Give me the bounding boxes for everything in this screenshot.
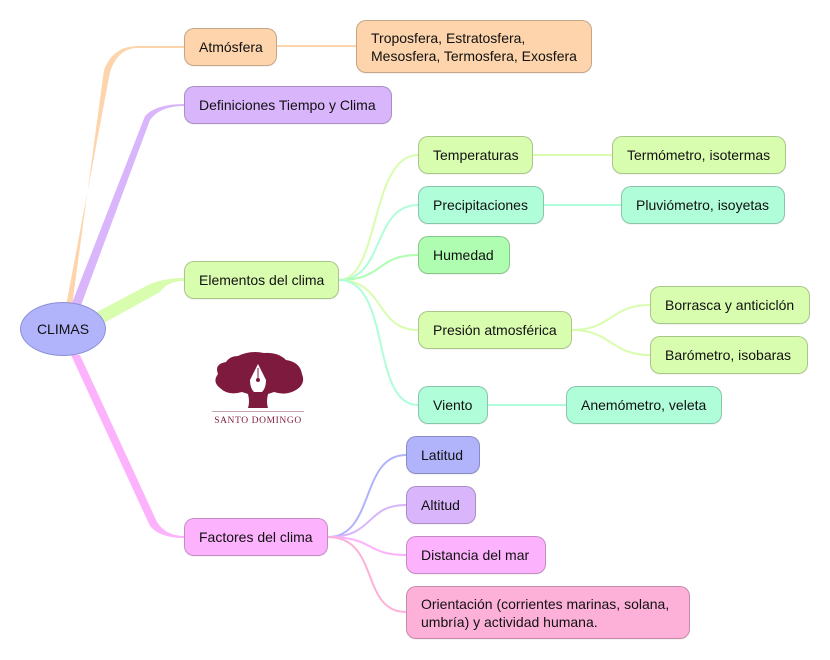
node-label: Anemómetro, veleta (581, 397, 707, 413)
santo-domingo-logo: SANTO DOMINGO (208, 350, 308, 432)
node-label: Troposfera, Estratosfera, Mesosfera, Ter… (371, 29, 577, 64)
node-atmosfera[interactable]: Atmósfera (184, 28, 277, 66)
link-presion-barometro (571, 329, 651, 356)
root-label: CLIMAS (36, 321, 90, 337)
logo-text: SANTO DOMINGO (214, 416, 302, 426)
trunk-definiciones (70, 104, 184, 308)
node-label: Termómetro, isotermas (627, 147, 771, 163)
link-factores-latitud (327, 454, 407, 538)
node-presion-borrasca[interactable]: Borrasca y anticiclón (650, 286, 810, 324)
link-elementos-temperaturas (338, 154, 419, 281)
node-label: Humedad (433, 247, 494, 263)
node-label: Pluviómetro, isoyetas (636, 197, 770, 213)
trunk-elementos (95, 278, 184, 324)
node-presion[interactable]: Presión atmosférica (418, 311, 572, 349)
node-label: Altitud (421, 497, 460, 513)
root-node-climas[interactable]: CLIMAS (20, 302, 106, 356)
node-label: Distancia del mar (421, 547, 530, 563)
node-definiciones[interactable]: Definiciones Tiempo y Clima (184, 86, 392, 124)
link-elementos-viento (338, 279, 419, 406)
link-factores-distancia (327, 536, 407, 556)
node-elementos[interactable]: Elementos del clima (184, 261, 339, 299)
node-humedad[interactable]: Humedad (418, 236, 510, 274)
node-label: Elementos del clima (199, 272, 325, 288)
tree-pen-icon (215, 352, 304, 408)
node-factores[interactable]: Factores del clima (184, 518, 328, 556)
node-label: Precipitaciones (433, 197, 528, 213)
node-label: Factores del clima (199, 529, 313, 545)
node-distancia-mar[interactable]: Distancia del mar (406, 536, 546, 574)
trunk-factores (71, 355, 184, 538)
link-elementos-presion (338, 279, 419, 331)
node-label: Latitud (421, 447, 464, 463)
node-label: Definiciones Tiempo y Clima (199, 97, 376, 113)
node-label: Barómetro, isobaras (665, 347, 792, 363)
node-altitud[interactable]: Altitud (406, 486, 476, 524)
node-precipitaciones[interactable]: Precipitaciones (418, 186, 544, 224)
node-label: Atmósfera (199, 39, 263, 55)
node-label: Borrasca y anticiclón (665, 297, 795, 313)
node-latitud[interactable]: Latitud (406, 436, 480, 474)
node-presion-barometro[interactable]: Barómetro, isobaras (650, 336, 808, 374)
node-precipitaciones-detail[interactable]: Pluviómetro, isoyetas (621, 186, 785, 224)
node-temperaturas-detail[interactable]: Termómetro, isotermas (612, 136, 786, 174)
link-elementos-precipitaciones (338, 204, 419, 281)
node-orientacion[interactable]: Orientación (corrientes marinas, solana,… (406, 586, 690, 639)
node-label: Orientación (corrientes marinas, solana,… (421, 595, 670, 630)
link-factores-altitud (327, 504, 407, 538)
node-label: Viento (433, 397, 473, 413)
link-presion-borrasca (571, 304, 651, 331)
logo-divider (212, 411, 304, 412)
link-elementos-humedad (338, 254, 419, 281)
node-viento-detail[interactable]: Anemómetro, veleta (566, 386, 722, 424)
node-atmosfera-capas[interactable]: Troposfera, Estratosfera, Mesosfera, Ter… (356, 20, 592, 73)
node-temperaturas[interactable]: Temperaturas (418, 136, 533, 174)
link-factores-orientacion (327, 536, 407, 613)
node-label: Presión atmosférica (433, 322, 557, 338)
node-viento[interactable]: Viento (418, 386, 488, 424)
node-label: Temperaturas (433, 147, 519, 163)
